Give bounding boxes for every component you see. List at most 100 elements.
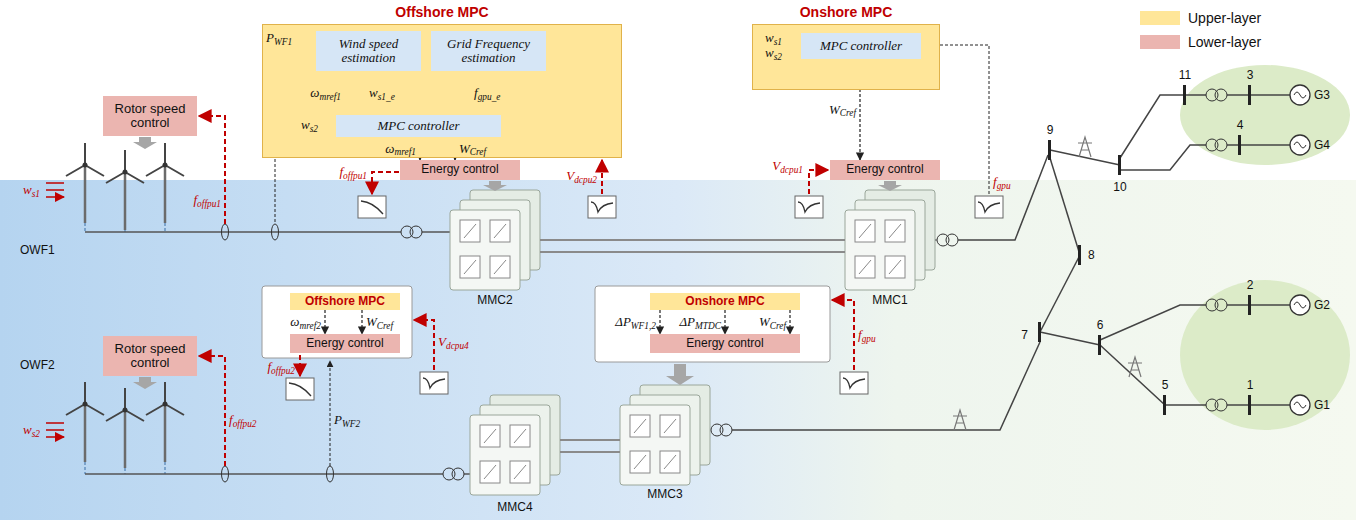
symbol-main: ω bbox=[310, 85, 319, 100]
droop-curve-plot bbox=[286, 378, 314, 400]
signal-arrow bbox=[361, 310, 362, 334]
box-text: Energy control bbox=[421, 163, 498, 176]
signal-name: ws2 bbox=[301, 118, 318, 133]
symbol-subscript: s1 bbox=[32, 188, 40, 198]
export-cable bbox=[464, 473, 470, 475]
feedback-wire bbox=[372, 172, 399, 194]
energy-control-box: Energy control bbox=[400, 160, 520, 180]
generator-name: G4 bbox=[1314, 138, 1330, 152]
wind-turbine bbox=[66, 143, 104, 223]
symbol-subscript: gpu_e bbox=[478, 91, 501, 101]
dc-cable bbox=[540, 240, 845, 252]
transformer-symbol bbox=[1206, 299, 1227, 311]
ac-line bbox=[958, 155, 1048, 240]
feedback-wire bbox=[601, 160, 603, 194]
symbol-main: f bbox=[229, 412, 233, 427]
symbol-main: P bbox=[266, 30, 274, 45]
box-text: Wind speed estimation bbox=[320, 37, 417, 66]
droop-curve-plot bbox=[358, 196, 386, 218]
dip-curve-plot bbox=[795, 196, 823, 218]
bus-number: 10 bbox=[1113, 180, 1126, 194]
signal-name: ΔPWF1,2 bbox=[615, 315, 656, 330]
symbol-main: ΔP bbox=[615, 314, 631, 329]
bus-bar bbox=[1048, 140, 1051, 160]
symbol-main: V bbox=[438, 334, 446, 349]
sensor-ring bbox=[327, 466, 334, 482]
sensor-ring bbox=[222, 224, 229, 240]
symbol-main: w bbox=[765, 45, 774, 60]
signal-name: WCref bbox=[759, 315, 786, 330]
export-cable bbox=[422, 231, 450, 233]
ac-line bbox=[1100, 305, 1206, 340]
symbol-subscript: WF1 bbox=[274, 36, 292, 46]
wind-turbine bbox=[106, 150, 144, 230]
mmc-converter bbox=[845, 190, 935, 290]
signal-arrow bbox=[324, 310, 325, 334]
bus-bar bbox=[1183, 85, 1186, 105]
measurement-wire bbox=[330, 361, 331, 466]
panel-heading: Onshore MPC bbox=[753, 4, 939, 21]
converter-name: MMC2 bbox=[477, 293, 512, 307]
signal-name: Vdcpu4 bbox=[438, 335, 469, 350]
bus-number: 9 bbox=[1047, 123, 1054, 137]
signal-name: WCref bbox=[459, 141, 486, 156]
command-arrow bbox=[483, 181, 507, 191]
signal-name: foffpu2 bbox=[267, 360, 295, 375]
command-arrow bbox=[878, 181, 902, 191]
box-text: Energy control bbox=[686, 337, 763, 350]
ac-link bbox=[935, 240, 937, 241]
symbol-subscript: mref1 bbox=[320, 91, 341, 101]
wind-farm-name: OWF2 bbox=[20, 358, 55, 372]
energy-control-box: Energy control bbox=[290, 334, 400, 353]
bus-bar bbox=[1118, 155, 1121, 175]
panel-heading: Offshore MPC bbox=[263, 4, 621, 21]
ac-line bbox=[1040, 255, 1080, 332]
signal-plots bbox=[286, 196, 1003, 400]
signal-name: PWF2 bbox=[334, 413, 360, 428]
bus-bar bbox=[1038, 322, 1041, 342]
lower-controller-panel bbox=[595, 286, 830, 362]
dip-curve-plot bbox=[588, 196, 616, 218]
generator-symbol bbox=[1290, 295, 1310, 315]
bus-bar bbox=[1238, 135, 1241, 155]
symbol-main: W bbox=[759, 314, 770, 329]
legend-text: Lower-layer bbox=[1188, 34, 1261, 50]
signal-name: foffpu1 bbox=[339, 165, 367, 180]
area-ground bbox=[1180, 65, 1350, 165]
symbol-subscript: Cref bbox=[377, 320, 393, 330]
symbol-subscript: offpu1 bbox=[197, 198, 221, 208]
ac-line bbox=[1227, 144, 1290, 146]
bus-number: 2 bbox=[1247, 278, 1254, 292]
symbol-subscript: dcpu4 bbox=[446, 340, 469, 350]
command-arrow bbox=[133, 137, 157, 149]
mpc-tag: Offshore MPC bbox=[290, 293, 400, 310]
transmission-tower bbox=[1078, 137, 1092, 157]
export-cable bbox=[85, 231, 401, 233]
symbol-main: V bbox=[566, 168, 574, 183]
controller-box: MPC controller bbox=[801, 33, 921, 59]
generator-name: G2 bbox=[1314, 298, 1330, 312]
symbol-subscript: offpu1 bbox=[343, 170, 367, 180]
signal-arrow bbox=[724, 310, 725, 334]
symbol-main: w bbox=[765, 30, 774, 45]
area-ground bbox=[1180, 280, 1350, 430]
symbol-subscript: s2 bbox=[774, 51, 782, 61]
symbol-main: f bbox=[339, 164, 343, 179]
symbol-subscript: offpu2 bbox=[271, 365, 295, 375]
symbol-main: f bbox=[858, 327, 862, 342]
signal-name: ωmref2 bbox=[290, 315, 321, 330]
generator-symbol bbox=[1290, 395, 1310, 415]
transformer-symbol bbox=[443, 468, 464, 480]
rotor-speed-control-box: Rotor speed control bbox=[103, 96, 197, 136]
signal-name: ws2 bbox=[23, 423, 40, 438]
wind-turbine bbox=[66, 382, 104, 462]
mmc-converter bbox=[450, 190, 540, 290]
symbol-subscript: Cref bbox=[770, 320, 786, 330]
bus-number: 8 bbox=[1088, 248, 1095, 262]
symbol-subscript: mref2 bbox=[300, 320, 321, 330]
signal-name: fgpu_e bbox=[474, 86, 500, 101]
wind-arrow bbox=[46, 423, 64, 437]
